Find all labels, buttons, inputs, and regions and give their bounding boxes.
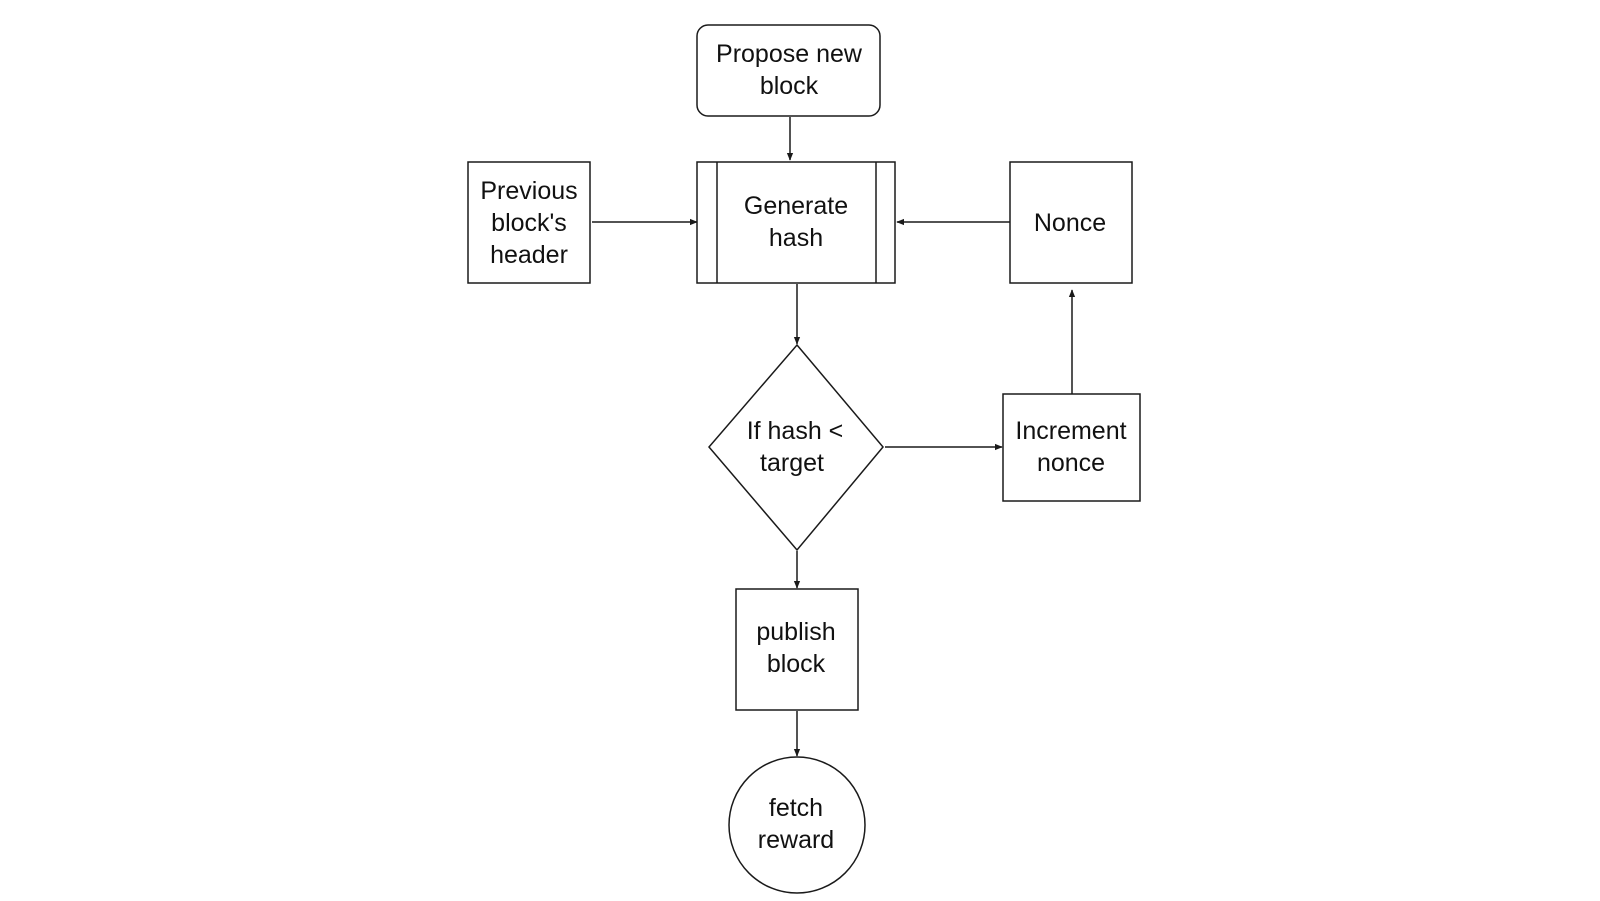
node-reward-label-line2: reward [758,826,834,854]
node-generate-shape [696,161,896,284]
node-generate-label-line1: Generate [744,192,848,220]
node-previous-label-line1: Previous [480,177,577,205]
node-decision-label-line1: If hash < [747,417,844,445]
node-previous-label-line2: block's [491,209,567,237]
node-generate-hash: Generate hash [696,161,896,284]
node-nonce-label: Nonce [1034,209,1106,237]
node-publish-block: publish block [735,588,859,711]
node-previous-label-line3: header [490,241,568,269]
node-publish-label-line1: publish [756,618,835,646]
node-increment-label-line1: Increment [1015,417,1126,445]
node-decision-hash-below-target: If hash < target [708,343,884,552]
node-increment-label-line2: nonce [1037,449,1105,477]
node-generate-label-line2: hash [769,224,823,252]
node-publish-shape [735,588,859,711]
node-publish-label-line2: block [767,650,826,678]
node-decision-shape [708,343,884,552]
node-propose-new-block: Propose new block [696,24,881,117]
node-increment-shape [1002,393,1141,502]
node-previous-block-header: Previous block's header [467,161,591,284]
edges [592,117,1076,757]
node-fetch-reward: fetch reward [728,756,866,894]
node-nonce-shape [1009,161,1133,284]
node-nonce: Nonce [1009,161,1133,284]
node-decision-label-line2: target [760,449,824,477]
node-propose-label-line1: Propose new [716,40,863,68]
node-increment-nonce: Increment nonce [1002,393,1141,502]
node-propose-label-line2: block [760,72,819,100]
node-propose-shape [696,24,881,117]
node-reward-label-line1: fetch [769,794,823,822]
node-reward-shape [728,756,866,894]
node-previous-shape [467,161,591,284]
